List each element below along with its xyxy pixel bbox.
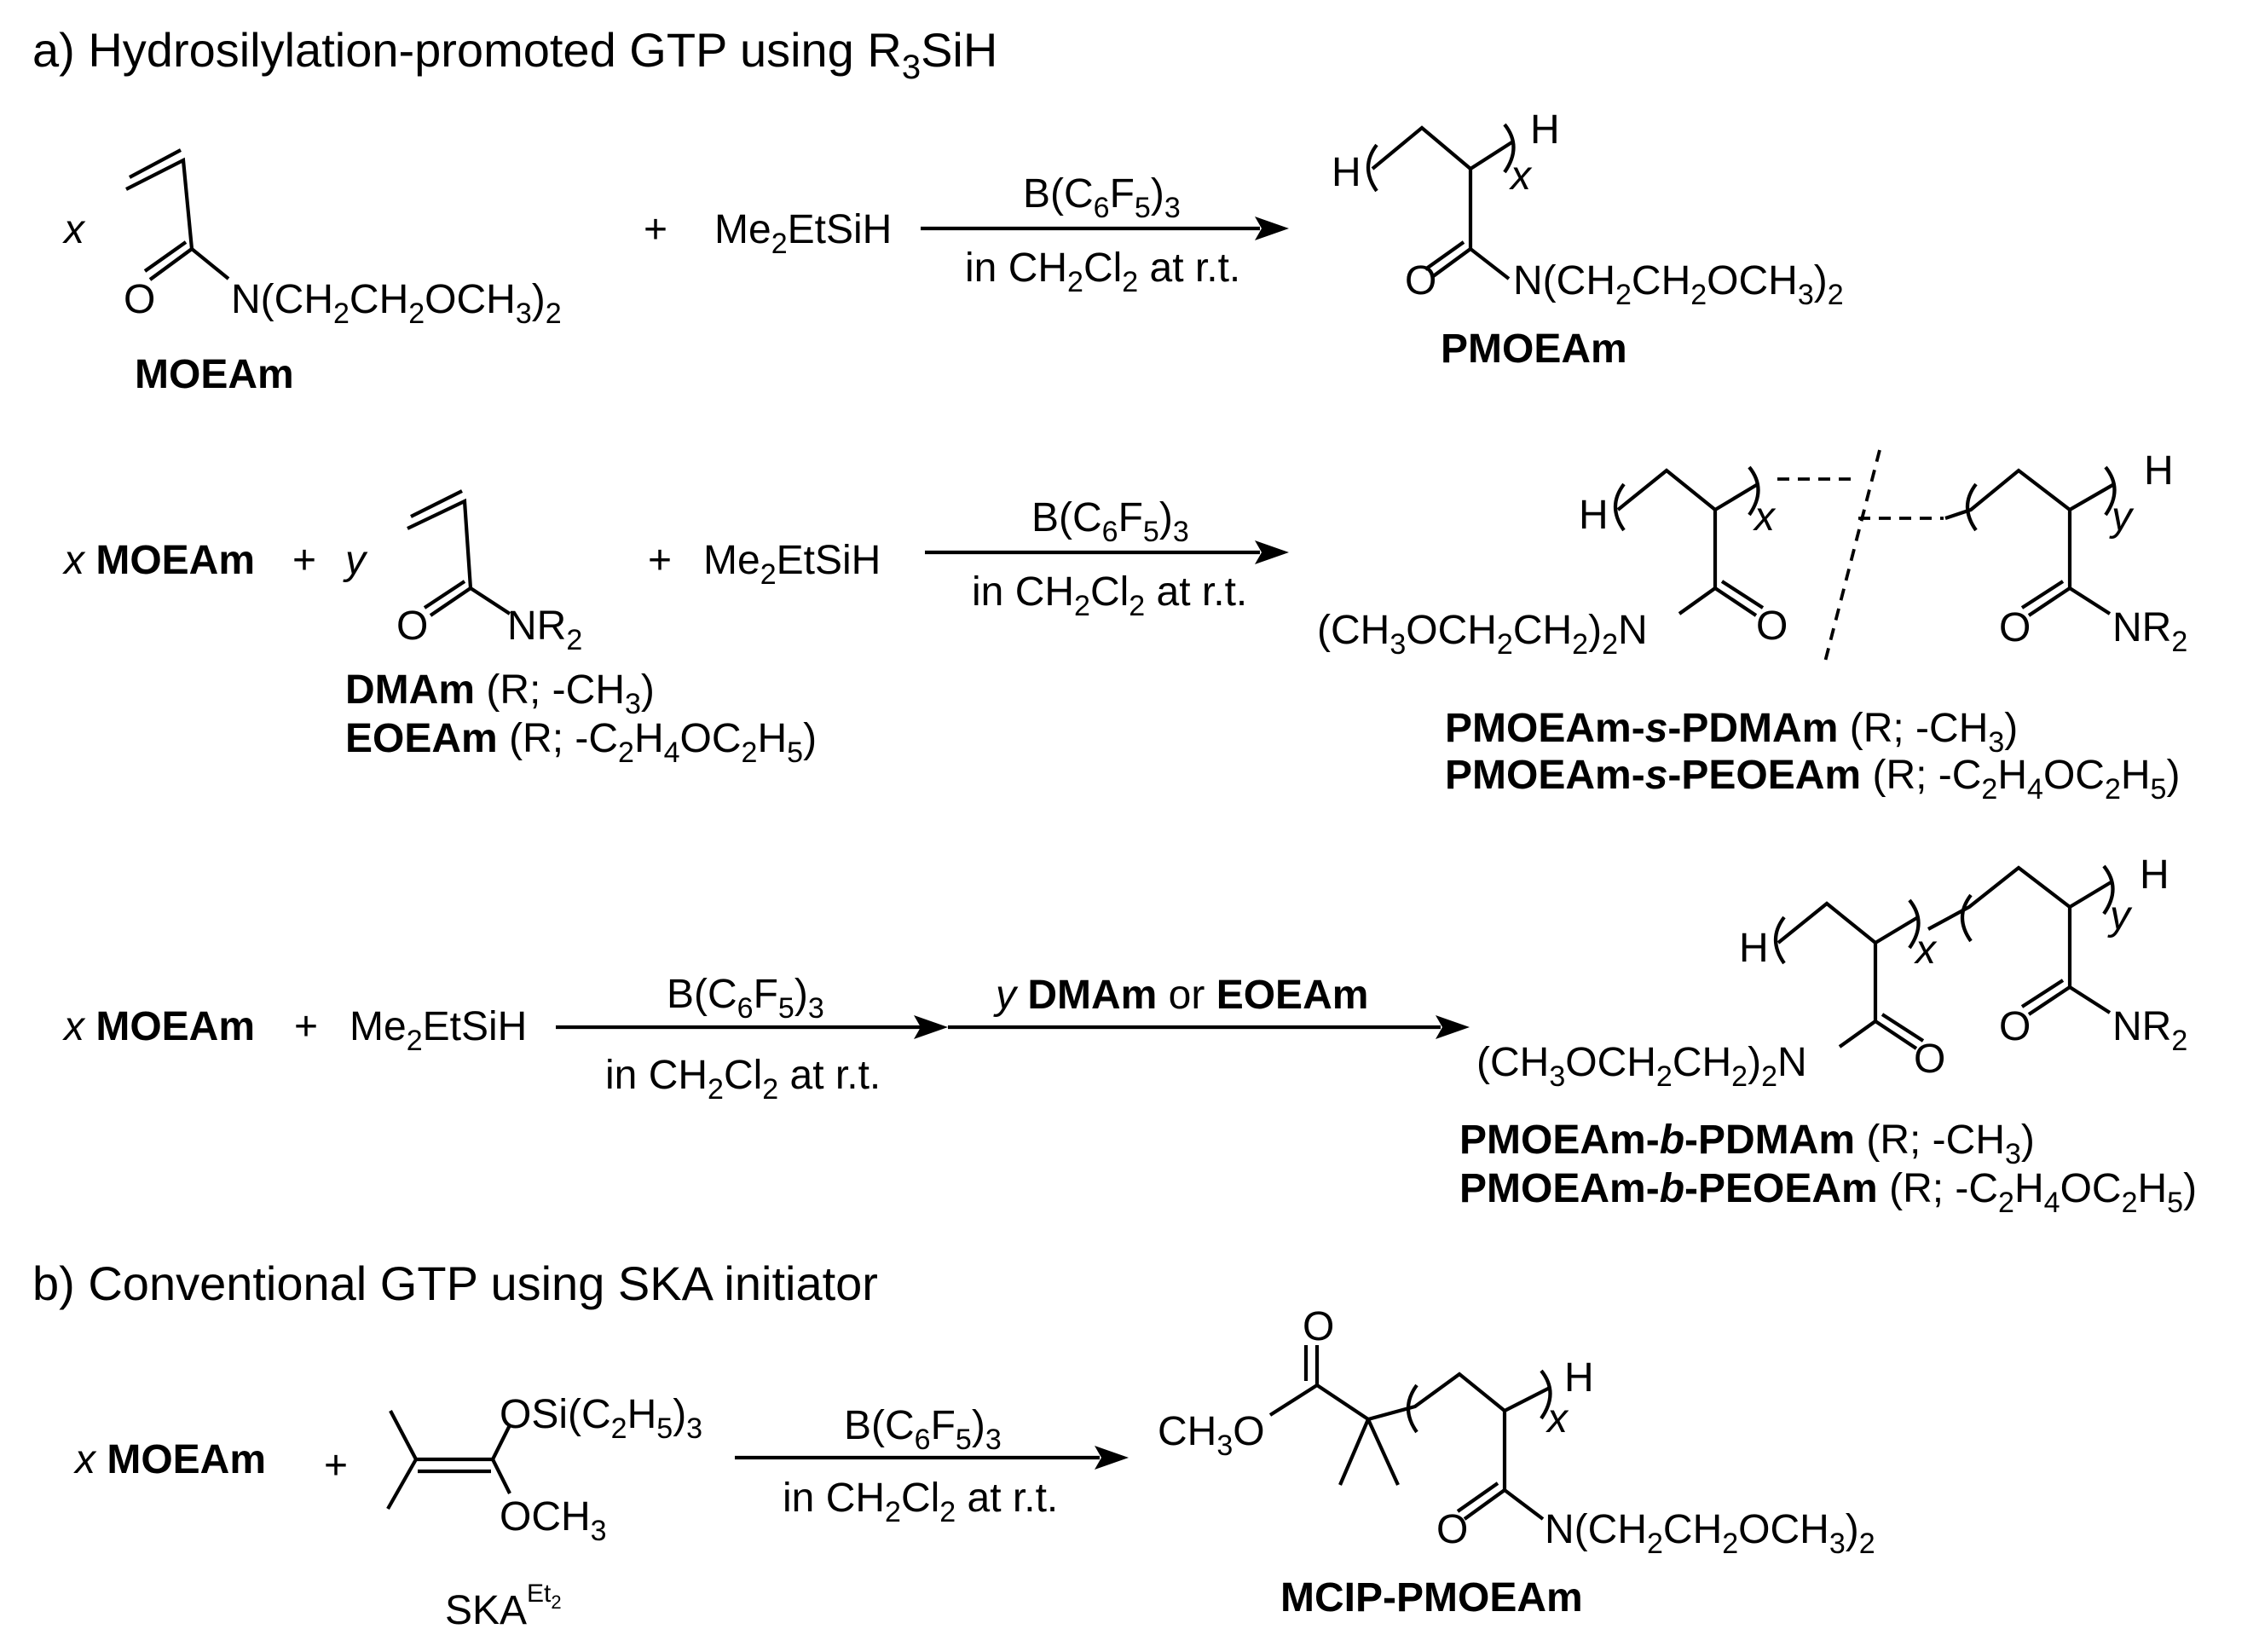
r3-catalyst: B(C6F5)3	[667, 972, 824, 1025]
reaction-3: x MOEAm + Me2EtSiH B(C6F5)3 in CH2Cl2 at…	[62, 852, 2197, 1219]
r2-monomer: x MOEAm	[62, 538, 255, 583]
r3-product-nr2: NR2	[2112, 1004, 2187, 1057]
r4-product-x: x	[1545, 1396, 1569, 1441]
section-a-title: a) Hydrosilylation-promoted GTP using R3…	[32, 23, 997, 86]
r4-product-sidechain: N(CH2CH2OCH3)2	[1545, 1507, 1875, 1560]
r1-plus: +	[644, 207, 667, 252]
r3-product-h-right: H	[2140, 852, 2169, 898]
r3-product-h-left: H	[1739, 926, 1769, 971]
r2-product-sidechain: (CH3OCH2CH2)2N	[1317, 608, 1648, 661]
reaction-4: x MOEAm + OSi(C2H5)3 OCH3 SKAEt2 B(C6F5)…	[73, 1304, 1875, 1633]
r2-product-label-1: PMOEAm-s-PDMAm (R; -CH3)	[1445, 706, 2018, 759]
r3-arrow-1	[556, 1015, 948, 1039]
r1-catalyst: B(C6F5)3	[1023, 171, 1181, 224]
r3-product-carbonyl-o-1: O	[1914, 1037, 1945, 1082]
r1-product-carbonyl-o: O	[1405, 258, 1436, 303]
r3-product-carbonyl-o-2: O	[1999, 1004, 2031, 1049]
reaction-1: x O N(CH2CH2OCH3)2 MOEAm + Me2EtSiH B(C6…	[62, 107, 1844, 397]
r2-product-y: y	[2109, 494, 2135, 540]
r3-monomer: x MOEAm	[62, 1004, 255, 1049]
r4-plus: +	[324, 1443, 348, 1488]
r3-product-x: x	[1914, 927, 1938, 973]
r2-comonomer-eoeam: EOEAm (R; -C2H4OC2H5)	[345, 716, 817, 769]
r2-product-h-right: H	[2144, 448, 2174, 494]
r1-product-label: PMOEAm	[1441, 326, 1627, 372]
r4-ska-structure: OSi(C2H5)3 OCH3	[386, 1392, 702, 1547]
r2-solvent: in CH2Cl2 at r.t.	[972, 569, 1247, 622]
r3-second-monomer: y DMAm or EOEAm	[993, 973, 1368, 1018]
r2-plus-1: +	[292, 538, 316, 583]
r1-coefficient-x: x	[62, 207, 86, 252]
r1-silane: Me2EtSiH	[714, 207, 892, 260]
reaction-2: x MOEAm + y O NR2 DMAm (R; -CH3) EOEAm (…	[62, 448, 2187, 806]
r3-plus: +	[294, 1004, 318, 1049]
r1-arrow	[921, 217, 1289, 240]
r2-coefficient-y: y	[343, 538, 368, 583]
r2-product-x: x	[1753, 494, 1777, 540]
r1-product-sidechain: N(CH2CH2OCH3)2	[1513, 258, 1844, 311]
r1-monomer-label: MOEAm	[135, 352, 294, 397]
r4-ska-label: SKAEt2	[445, 1580, 562, 1633]
r4-ester-o: O	[1303, 1304, 1334, 1349]
r2-product-carbonyl-o-1: O	[1756, 604, 1788, 649]
r3-product-label-2: PMOEAm-b-PEOEAm (R; -C2H4OC2H5)	[1459, 1166, 2197, 1219]
r2-comonomer-carbonyl-o: O	[396, 604, 428, 649]
r3-silane: Me2EtSiH	[350, 1004, 527, 1057]
r3-product-label-1: PMOEAm-b-PDMAm (R; -CH3)	[1459, 1118, 2035, 1170]
r2-plus-2: +	[648, 538, 672, 583]
r1-product-h-right: H	[1530, 107, 1560, 153]
r2-silane: Me2EtSiH	[703, 538, 881, 591]
r3-product-y: y	[2107, 893, 2133, 939]
r3-product-structure: H x y H O (CH3OCH2CH2)2N O NR2	[1476, 852, 2187, 1093]
r1-monomer-carbonyl-o: O	[124, 277, 155, 322]
r4-monomer: x MOEAm	[73, 1437, 266, 1482]
r2-catalyst: B(C6F5)3	[1031, 495, 1189, 548]
r2-product-nr2: NR2	[2112, 605, 2187, 658]
section-b-title: b) Conventional GTP using SKA initiator	[32, 1256, 878, 1310]
r3-solvent: in CH2Cl2 at r.t.	[605, 1053, 881, 1106]
r1-monomer-sidechain: N(CH2CH2OCH3)2	[231, 277, 562, 330]
r4-ska-osi: OSi(C2H5)3	[500, 1392, 702, 1445]
r3-arrow-2	[948, 1015, 1470, 1039]
r2-product-h-left: H	[1579, 493, 1609, 538]
r1-product-x: x	[1509, 153, 1533, 199]
r4-arrow	[735, 1446, 1129, 1470]
r2-product-carbonyl-o-2: O	[1999, 605, 2031, 650]
r4-product-label: MCIP-PMOEAm	[1280, 1575, 1583, 1620]
r1-product-structure: H x H O N(CH2CH2OCH3)2	[1332, 107, 1844, 311]
r4-ska-och3: OCH3	[500, 1494, 607, 1547]
r1-solvent: in CH2Cl2 at r.t.	[965, 245, 1240, 298]
r1-monomer-structure: O N(CH2CH2OCH3)2	[124, 148, 562, 330]
r1-product-h-left: H	[1332, 150, 1361, 195]
r2-comonomer-dmam: DMAm (R; -CH3)	[345, 667, 655, 720]
r2-comonomer-structure: O NR2	[396, 489, 582, 656]
r2-product-label-2: PMOEAm-s-PEOEAm (R; -C2H4OC2H5)	[1445, 753, 2180, 806]
r4-product-structure: O CH3O x H O N(CH2CH2OCH3)2	[1158, 1304, 1875, 1560]
r4-product-h: H	[1564, 1355, 1594, 1401]
r4-solvent: in CH2Cl2 at r.t.	[783, 1476, 1058, 1528]
r2-comonomer-nr2: NR2	[507, 604, 582, 656]
r2-product-structure: H x y H O (CH3OCH2CH2)2N O NR2	[1317, 448, 2187, 666]
r4-catalyst: B(C6F5)3	[844, 1403, 1002, 1456]
r2-arrow	[925, 540, 1289, 564]
r4-ester-ch3o: CH3O	[1158, 1409, 1265, 1462]
r3-product-sidechain: (CH3OCH2CH2)2N	[1476, 1040, 1807, 1093]
r4-product-carbonyl-o: O	[1436, 1507, 1468, 1552]
